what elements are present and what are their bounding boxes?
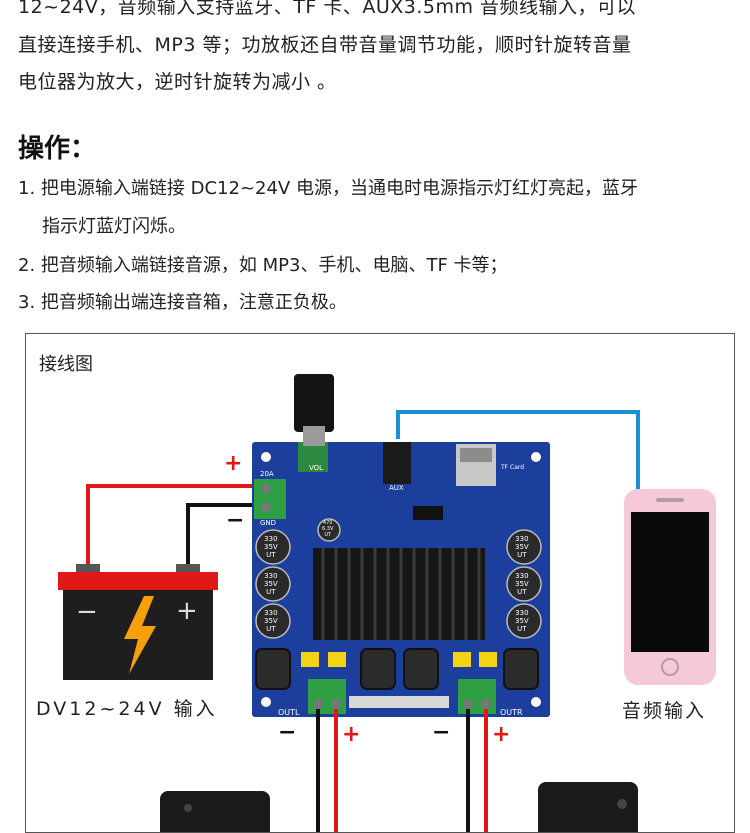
power-positive-wire bbox=[86, 484, 261, 579]
audio-input-label: 音频输入 bbox=[622, 700, 707, 722]
step-3: 3. 把音频输出端连接音箱，注意正负极。 bbox=[18, 292, 347, 313]
right-speaker-icon bbox=[538, 782, 638, 832]
power-minus-sign: − bbox=[226, 508, 245, 533]
board-aux-label: AUX bbox=[389, 484, 404, 492]
power-input-label: DV12~24V 输入 bbox=[36, 698, 218, 720]
intro-line-2: 直接连接手机、MP3 等；功放板还自带音量调节功能，顺时针旋转音量 bbox=[18, 34, 632, 56]
right-minus-sign: − bbox=[432, 720, 451, 745]
wiring-diagram: 接线图 bbox=[25, 333, 735, 833]
aux-audio-wire bbox=[396, 410, 640, 489]
phone-icon bbox=[624, 489, 716, 685]
right-plus-sign: + bbox=[492, 722, 511, 747]
board-20a-label: 20A bbox=[260, 470, 274, 478]
wiring-illustration bbox=[58, 374, 716, 832]
step-1-continued: 指示灯蓝灯闪烁。 bbox=[42, 216, 186, 237]
amplifier-board bbox=[252, 374, 550, 717]
step-1: 1. 把电源输入端链接 DC12~24V 电源，当通电时电源指示灯红灯亮起，蓝牙 bbox=[18, 178, 638, 199]
left-plus-sign: + bbox=[342, 722, 361, 747]
battery-icon bbox=[58, 564, 218, 680]
power-negative-wire bbox=[186, 503, 261, 574]
operation-heading: 操作： bbox=[18, 134, 97, 164]
intro-line-3: 电位器为放大，逆时针旋转为减小 。 bbox=[18, 71, 337, 93]
board-gnd-label: GND bbox=[260, 519, 277, 527]
battery-minus-sign: − bbox=[76, 597, 98, 627]
intro-line-1: 12~24V，音频输入支持蓝牙、TF 卡、AUX3.5mm 音频线输入，可以 bbox=[18, 0, 637, 18]
step-2: 2. 把音频输入端链接音源，如 MP3、手机、电脑、TF 卡等； bbox=[18, 255, 508, 276]
left-speaker-icon bbox=[160, 791, 270, 832]
board-vol-label: VOL bbox=[309, 464, 324, 472]
board-tf-label: TF Card bbox=[501, 464, 525, 471]
board-outr-label: OUTR bbox=[500, 708, 523, 717]
power-plus-sign: + bbox=[224, 451, 243, 476]
board-outl-label: OUTL bbox=[278, 708, 300, 717]
left-minus-sign: − bbox=[278, 720, 297, 745]
diagram-title: 接线图 bbox=[39, 354, 93, 375]
battery-plus-sign: + bbox=[176, 596, 198, 626]
